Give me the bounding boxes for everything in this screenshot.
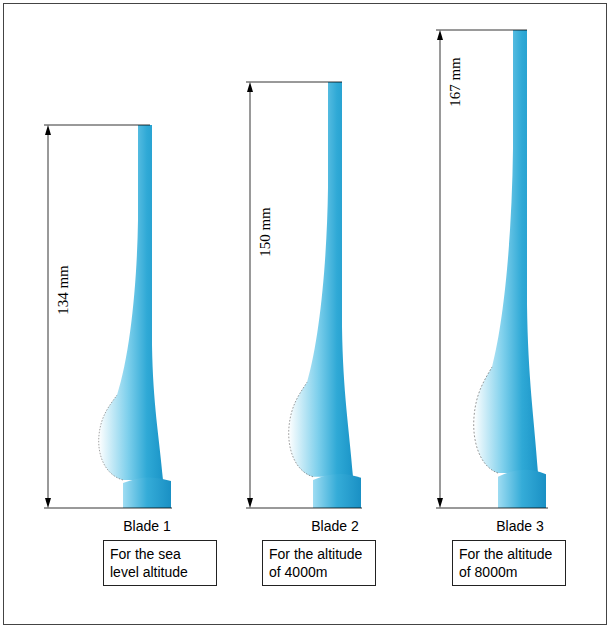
caption-box: For the sea level altitude	[103, 540, 217, 586]
dimension-arrowheads	[45, 30, 443, 508]
dimension-label: 167 mm	[447, 57, 464, 107]
dimension-lines	[44, 30, 548, 508]
frame	[4, 4, 607, 625]
blade-name: Blade 2	[311, 518, 358, 534]
caption-text: For the altitude of 8000m	[459, 545, 559, 581]
dimension-label: 134 mm	[55, 265, 72, 315]
caption-text: For the altitude of 4000m	[269, 545, 369, 581]
caption-text: For the sea level altitude	[110, 545, 210, 581]
caption-box: For the altitude of 4000m	[262, 540, 376, 586]
blade-name: Blade 1	[123, 518, 170, 534]
dimension-label: 150 mm	[257, 207, 274, 257]
blade-name: Blade 3	[496, 518, 543, 534]
caption-box: For the altitude of 8000m	[452, 540, 566, 586]
